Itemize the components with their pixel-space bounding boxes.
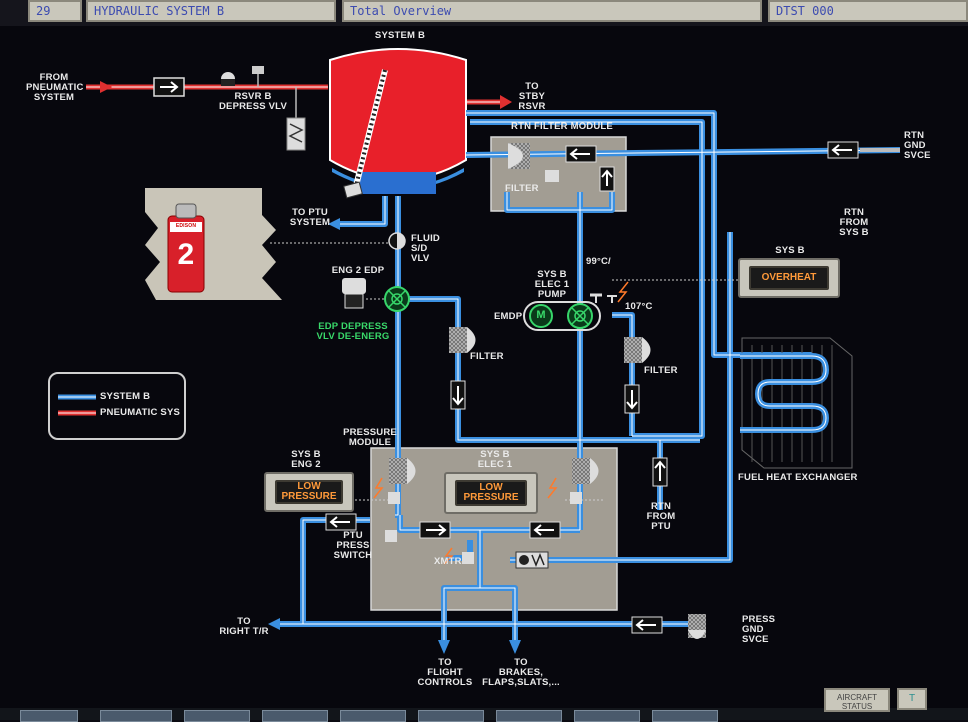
pressure-module-label: PRESSURE MODULE	[343, 427, 397, 448]
ptu-press-switch-label: PTU PRESS SWITCH	[333, 530, 373, 561]
sys-b-overheat-label: SYS B	[775, 245, 805, 256]
page-tab[interactable]	[20, 710, 78, 722]
t-button[interactable]: T	[897, 688, 927, 710]
bypass-indicator-icon	[545, 170, 559, 182]
page-number[interactable]: 29	[28, 0, 82, 22]
rtn-gnd-svce-label: RTN GND SVCE	[904, 130, 931, 161]
press-switch-eng2-icon	[388, 492, 400, 504]
system-b-label: SYSTEM B	[374, 30, 426, 41]
aircraft-status-button[interactable]: AIRCRAFT STATUS	[824, 688, 890, 712]
rtn-from-sys-b-label: RTN FROM SYS B	[839, 207, 869, 238]
page-tab[interactable]	[184, 710, 250, 722]
flow-arrow-icons	[325, 141, 859, 634]
sys-b-elec1-label: SYS B ELEC 1	[477, 449, 513, 470]
press-switch-elec1-icon	[570, 492, 582, 504]
xmtr-label: XMTR	[434, 556, 462, 567]
page-tab[interactable]	[100, 710, 172, 722]
edp-depress-valve-icon[interactable]	[342, 278, 366, 294]
to-right-tr-label: TO RIGHT T/R	[219, 616, 269, 637]
low-pressure-eng2-text: LOW PRESSURE	[275, 480, 343, 504]
low-pressure-elec1-annunciator[interactable]: LOW PRESSURE	[444, 472, 538, 514]
spark-icon	[443, 547, 454, 565]
pneumatic-line	[86, 72, 512, 118]
legend-system-b-label: SYSTEM B	[100, 391, 151, 402]
rsvr-depress-label: RSVR B DEPRESS VLV	[218, 91, 287, 112]
fuel-heat-exchanger-icon	[740, 337, 853, 469]
edp-depress-label: EDP DEPRESS VLV DE-ENERG	[316, 321, 390, 342]
fire-extinguisher-icon	[145, 188, 282, 300]
page-tab[interactable]	[262, 710, 328, 722]
arrow-to-ptu	[328, 218, 340, 230]
fluid-sd-vlv-label: FLUID S/D VLV	[411, 233, 440, 264]
to-stby-rsvr-label: TO STBY RSVR	[518, 81, 546, 112]
page-title[interactable]: HYDRAULIC SYSTEM B	[86, 0, 336, 22]
eng2-edp-label: ENG 2 EDP	[331, 265, 385, 276]
arrow-to-flight-controls	[438, 640, 450, 654]
ident-field: DTST 000	[768, 0, 968, 22]
sys-b-eng2-label: SYS B ENG 2	[291, 449, 321, 470]
emdp-label: EMDP	[494, 311, 523, 322]
low-pressure-eng2-annunciator[interactable]: LOW PRESSURE	[264, 472, 354, 512]
temp-107-label: 107°C	[625, 301, 653, 312]
from-pneumatic-label: FROM PNEUMATIC SYSTEM	[26, 72, 84, 103]
legend-pneumatic-label: PNEUMATIC SYS	[100, 407, 181, 418]
xmtr-icon	[462, 552, 474, 564]
filter-right-label: FILTER	[644, 365, 678, 376]
page-tab[interactable]	[418, 710, 484, 722]
extinguisher-brand: EDISON	[175, 223, 197, 229]
motor-icon	[529, 304, 553, 328]
to-brakes-label: TO BRAKES, FLAPS,SLATS,...	[482, 657, 560, 688]
to-ptu-system-label: TO PTU SYSTEM	[289, 207, 331, 228]
spark-icon	[547, 477, 558, 499]
ptu-press-switch-icon	[385, 530, 397, 542]
legend-box	[48, 372, 186, 440]
to-flight-controls-label: TO FLIGHT CONTROLS	[417, 657, 473, 688]
relief-valve-icon	[286, 117, 306, 151]
view-title[interactable]: Total Overview	[342, 0, 762, 22]
overheat-annunciator[interactable]: OVERHEAT	[738, 258, 840, 298]
overheat-annunciator-text: OVERHEAT	[749, 266, 829, 290]
low-pressure-elec1-text: LOW PRESSURE	[455, 480, 527, 506]
extinguisher-number: 2	[177, 238, 195, 271]
emdp-housing	[523, 301, 601, 331]
spark-icon	[373, 477, 384, 499]
small-valve-icon	[252, 66, 264, 74]
rtn-from-ptu-label: RTN FROM PTU	[646, 501, 676, 532]
overheat-spark-icon	[617, 281, 629, 303]
arrow-to-right-tr	[268, 618, 280, 630]
elec1-pump-label: SYS B ELEC 1 PUMP	[534, 269, 570, 300]
arrow-to-brakes	[509, 640, 521, 654]
filter-left-label: FILTER	[470, 351, 504, 362]
page-tab[interactable]	[652, 710, 718, 722]
fuel-heat-exchanger-label: FUEL HEAT EXCHANGER	[738, 472, 858, 483]
press-gnd-svce-label: PRESS GND SVCE	[742, 614, 776, 645]
filter-icons	[389, 143, 706, 639]
page-tab[interactable]	[496, 710, 562, 722]
page-tab[interactable]	[340, 710, 406, 722]
rtn-filter-label: FILTER	[505, 183, 539, 194]
reservoir-icon	[329, 48, 467, 199]
page-tab[interactable]	[574, 710, 640, 722]
rtn-filter-module-label: RTN FILTER MODULE	[511, 121, 613, 132]
temp-99-label: 99°C/	[586, 256, 611, 267]
motor-m-label: M	[536, 309, 546, 321]
